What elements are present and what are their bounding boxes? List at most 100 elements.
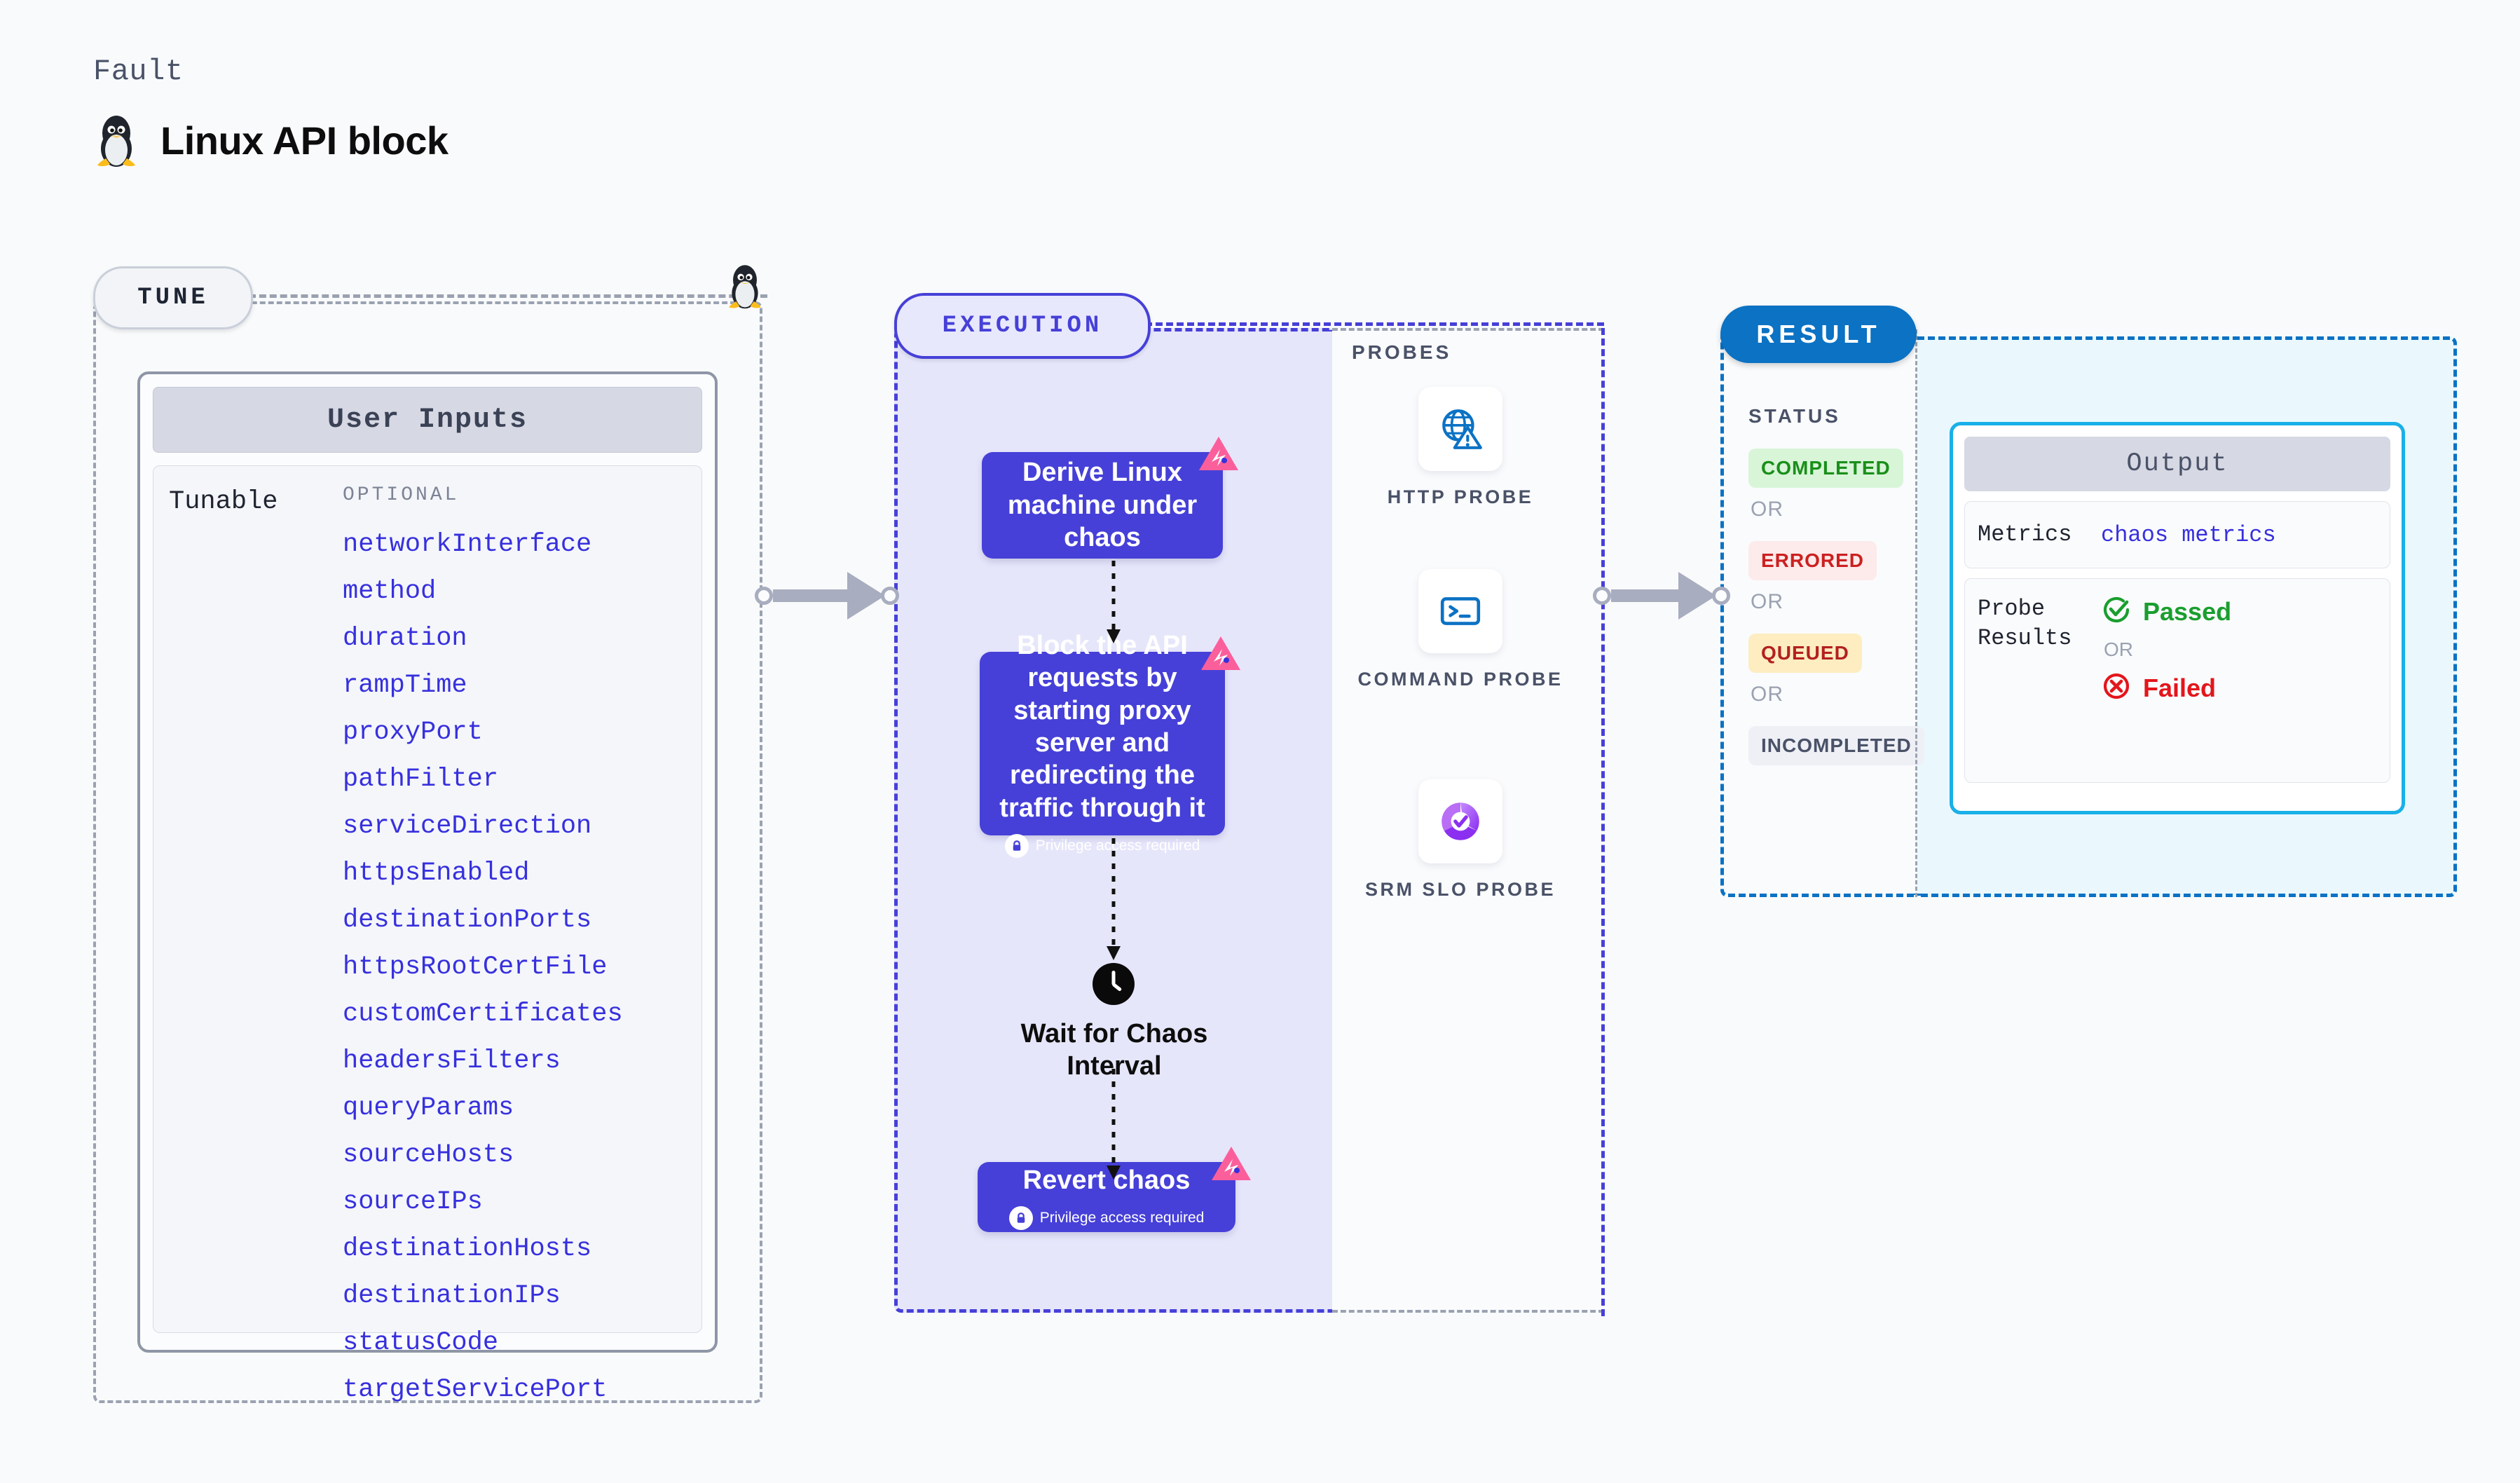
parameter-item[interactable]: sourceIPs xyxy=(343,1187,483,1217)
privilege-required-note: Privilege access required xyxy=(1008,1206,1205,1231)
status-badge[interactable]: ERRORED xyxy=(1748,541,1877,580)
terminal-icon xyxy=(1440,597,1481,625)
http-probe-label: HTTP PROBE xyxy=(1387,486,1534,507)
slo-donut-check-icon xyxy=(1442,802,1479,840)
metrics-key-label: Metrics xyxy=(1978,521,2072,547)
user-inputs-header: User Inputs xyxy=(153,387,702,453)
wait-step-label: Wait for Chaos Interval xyxy=(1020,1019,1208,1081)
execution-dashed-connector xyxy=(1145,322,1604,326)
parameter-item[interactable]: targetServicePort xyxy=(343,1375,608,1405)
result-section-pill[interactable]: RESULT xyxy=(1720,306,1917,363)
parameter-item[interactable]: networkInterface xyxy=(343,530,592,559)
execution-arrow-1 xyxy=(1107,561,1121,643)
tune-dashed-connector xyxy=(249,294,767,298)
http-probe-tile[interactable] xyxy=(1418,387,1502,471)
parameter-item[interactable]: headersFilters xyxy=(343,1046,561,1076)
connector-tune-to-execution xyxy=(755,572,899,620)
connector-execution-to-result xyxy=(1593,572,1730,620)
passed-label: Passed xyxy=(2143,596,2232,626)
status-or-label: OR xyxy=(1751,498,1783,521)
srm-slo-probe-label: SRM SLO PROBE xyxy=(1364,879,1556,900)
lock-icon xyxy=(1008,1206,1033,1231)
parameter-item[interactable]: httpsEnabled xyxy=(343,859,530,888)
srm-slo-probe-tile[interactable] xyxy=(1418,779,1502,863)
lock-icon xyxy=(1004,834,1029,859)
status-badge[interactable]: INCOMPLETED xyxy=(1748,726,1924,765)
execution-panel-right-edge xyxy=(1601,328,1605,1316)
chaos-badge-icon xyxy=(1212,1147,1251,1180)
command-probe-label: COMMAND PROBE xyxy=(1357,669,1563,690)
probe-result-failed: Failed xyxy=(2101,671,2231,705)
user-inputs-card: User Inputs Tunable OPTIONAL networkInte… xyxy=(137,371,718,1405)
privilege-required-note: Privilege access required xyxy=(994,834,1211,859)
parameter-item[interactable]: pathFilter xyxy=(343,765,499,794)
output-card-header: Output xyxy=(1964,437,2390,491)
output-card-title: Output xyxy=(2126,449,2228,479)
parameter-item[interactable]: proxyPort xyxy=(343,718,483,747)
probe-result-or-label: OR xyxy=(2104,638,2133,660)
execution-step-block-api[interactable]: Block the API requests by starting proxy… xyxy=(980,631,1240,859)
linux-penguin-icon xyxy=(93,112,139,168)
privilege-note-label: Privilege access required xyxy=(1035,838,1200,854)
connector-end-dot xyxy=(1712,587,1730,605)
result-pill-label: RESULT xyxy=(1756,320,1881,348)
status-or-label: OR xyxy=(1751,590,1783,613)
privilege-note-label: Privilege access required xyxy=(1039,1210,1205,1226)
connector-start-dot xyxy=(755,587,773,605)
parameter-list: networkInterface method duration rampTime pr… xyxy=(343,530,686,1405)
page-title-row: Linux API block xyxy=(93,112,448,168)
parameter-item[interactable]: sourceHosts xyxy=(343,1140,514,1170)
execution-arrow-2 xyxy=(1107,838,1121,960)
parameter-item[interactable]: httpsRootCertFile xyxy=(343,952,608,982)
x-circle-icon xyxy=(2101,671,2132,705)
probe-result-passed: Passed xyxy=(2101,594,2231,629)
execution-step-label: Block the API requests by starting proxy… xyxy=(999,630,1205,823)
metrics-value: chaos metrics xyxy=(2101,521,2276,548)
parameter-item[interactable]: statusCode xyxy=(343,1328,499,1358)
command-probe-tile[interactable] xyxy=(1418,569,1502,653)
parameter-item[interactable]: destinationIPs xyxy=(343,1281,561,1311)
probe-results-values: Passed OR Failed xyxy=(2101,594,2231,767)
status-or-label: OR xyxy=(1751,683,1783,706)
parameter-item[interactable]: duration xyxy=(343,624,467,653)
probes-title: PROBES xyxy=(1352,341,1452,363)
parameter-item[interactable]: rampTime xyxy=(343,671,467,700)
tune-section-panel xyxy=(93,301,762,1403)
chaos-badge-icon xyxy=(1201,636,1240,670)
parameter-item[interactable]: method xyxy=(343,577,437,606)
result-section-panel xyxy=(1720,329,1917,897)
tune-section-pill[interactable]: TUNE xyxy=(93,266,253,329)
status-badge[interactable]: COMPLETED xyxy=(1748,449,1903,488)
parameter-item[interactable]: destinationPorts xyxy=(343,905,592,935)
execution-step-derive-machine[interactable]: Derive Linux machine under chaos xyxy=(982,437,1238,559)
execution-step-label: Derive Linux machine under chaos xyxy=(1007,458,1198,553)
output-metrics-row: Metrics chaos metrics xyxy=(1964,501,2390,568)
output-probe-results-row: Probe Results Passed OR xyxy=(1964,578,2390,783)
status-badge[interactable]: QUEUED xyxy=(1748,634,1862,673)
connector-line xyxy=(1611,589,1680,602)
connector-line xyxy=(773,589,849,602)
page-title: Linux API block xyxy=(160,118,448,163)
result-inner-divider xyxy=(1915,329,1917,897)
chaos-badge-icon xyxy=(1199,437,1238,470)
tune-pill-label: TUNE xyxy=(137,285,209,311)
parameter-item[interactable]: customCertificates xyxy=(343,999,623,1029)
globe-warning-icon xyxy=(1442,409,1482,449)
failed-label: Failed xyxy=(2143,673,2217,702)
parameter-item[interactable]: destinationHosts xyxy=(343,1234,592,1264)
connector-arrowhead xyxy=(847,572,885,620)
execution-pill-label: EXECUTION xyxy=(942,313,1103,339)
parameter-item[interactable]: queryParams xyxy=(343,1093,514,1123)
output-card: Output Metrics chaos metrics Probe Resul… xyxy=(1950,422,2405,814)
connector-start-dot xyxy=(1593,587,1611,605)
probe-results-key-label: Probe Results xyxy=(1978,594,2101,767)
execution-section-pill[interactable]: EXECUTION xyxy=(894,293,1151,359)
clock-icon xyxy=(1091,962,1136,1006)
status-title: STATUS xyxy=(1748,405,1841,427)
parameter-item[interactable]: serviceDirection xyxy=(343,812,592,841)
execution-arrow-3 xyxy=(1107,1069,1121,1180)
execution-step-revert-chaos[interactable]: Revert chaos Privilege access required xyxy=(978,1147,1251,1232)
linux-penguin-corner-icon xyxy=(725,262,765,313)
